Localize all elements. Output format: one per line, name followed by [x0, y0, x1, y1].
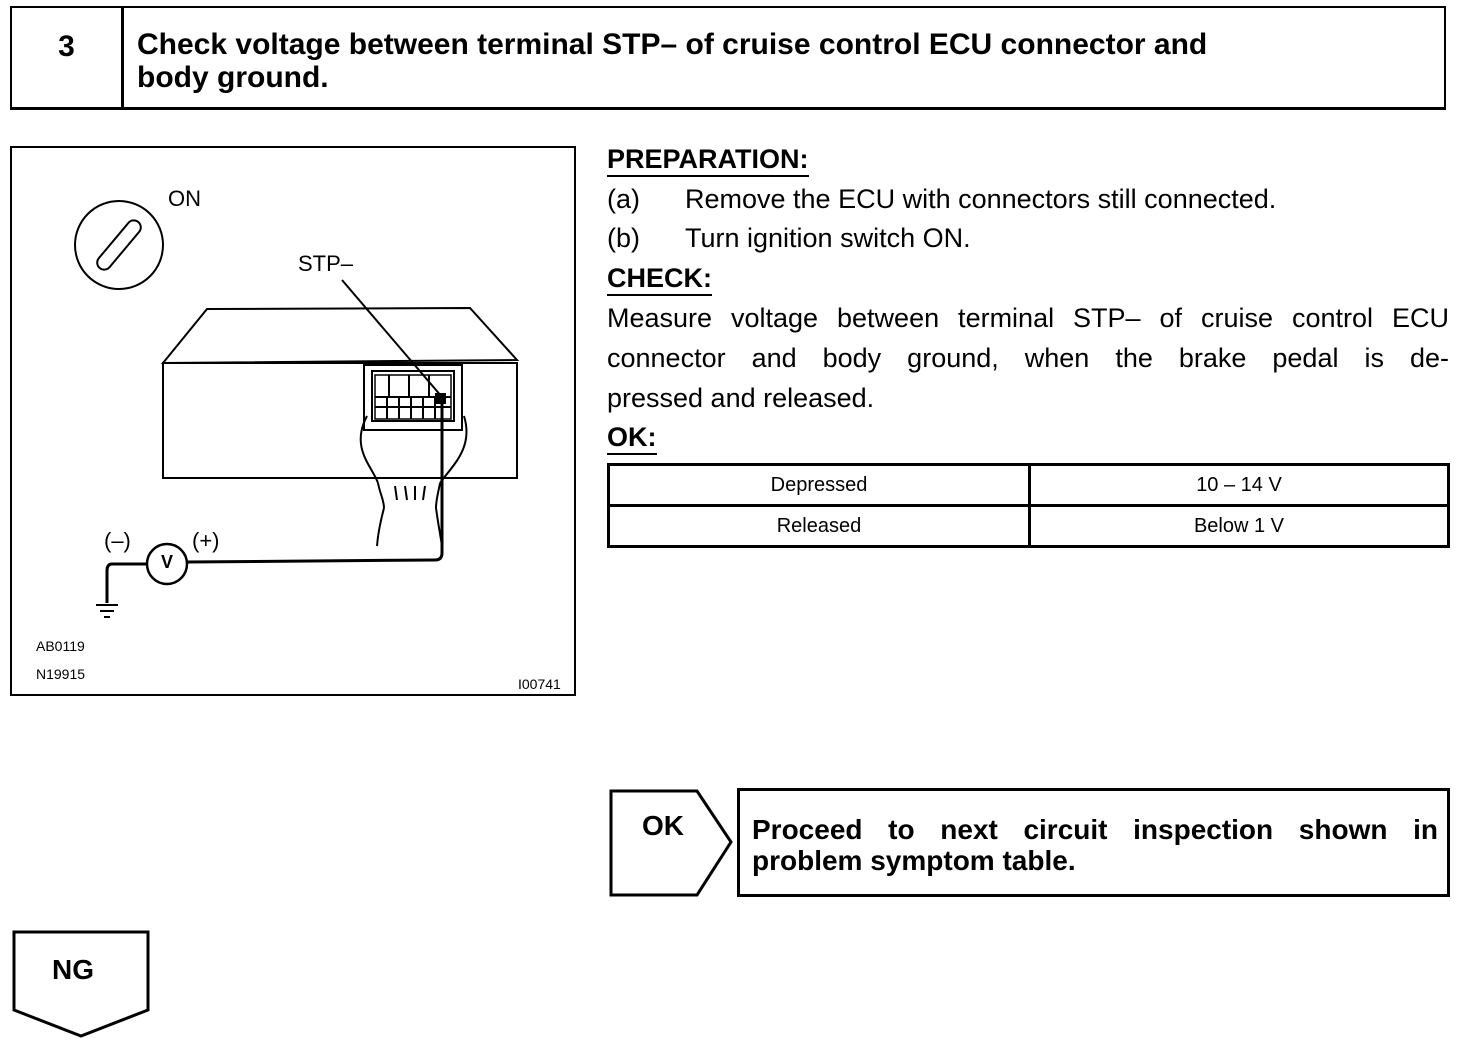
ok-heading: OK: — [607, 421, 657, 455]
check-text-line2: connector and body ground, when the brak… — [607, 343, 1449, 373]
ok-result-line1: Proceed to next circuit inspection shown… — [752, 814, 1438, 845]
negative-test-lead — [105, 562, 147, 603]
prep-item-text: Turn ignition switch ON. — [685, 223, 971, 253]
prep-item-text: Remove the ECU with connectors still con… — [685, 184, 1277, 214]
ignition-switch-icon — [74, 200, 164, 290]
prep-item-b: (b) Turn ignition switch ON. — [607, 222, 971, 254]
ok-spec-table: Depressed 10 – 14 V Released Below 1 V — [607, 463, 1450, 548]
preparation-heading: PREPARATION: — [607, 143, 809, 177]
ng-arrow-icon — [12, 930, 150, 1038]
switch-on-label: ON — [168, 186, 201, 211]
negative-label: (–) — [104, 528, 131, 553]
table-row: Depressed 10 – 14 V — [607, 463, 1450, 507]
positive-label: (+) — [192, 528, 220, 553]
figure-code-2: N19915 — [36, 666, 86, 682]
step-title-line1: Check voltage between terminal STP– of c… — [137, 28, 1208, 61]
table-row: Released Below 1 V — [607, 504, 1450, 548]
step-title-line2: body ground. — [137, 61, 329, 94]
terminal-leader-line — [341, 279, 443, 398]
ok-result-text: Proceed to next circuit inspection shown… — [752, 814, 1438, 876]
ng-result-label: NG — [52, 954, 94, 985]
ok-result-label: OK — [642, 810, 684, 841]
table-cell-value: Below 1 V — [1028, 504, 1450, 548]
ecu-unit — [160, 306, 520, 479]
ecu-diagram — [74, 200, 520, 618]
voltmeter-label: V — [161, 552, 174, 572]
ecu-connector — [363, 364, 463, 431]
prep-item-marker: (a) — [607, 184, 640, 214]
table-cell-condition: Depressed — [607, 463, 1031, 507]
prep-item-marker: (b) — [607, 223, 640, 253]
positive-test-lead — [186, 398, 444, 564]
step-header: 3 Check voltage between terminal STP– of… — [10, 6, 1446, 110]
check-heading: CHECK: — [607, 262, 712, 296]
step-title: Check voltage between terminal STP– of c… — [137, 28, 1427, 94]
ok-result-line2: problem symptom table. — [752, 845, 1076, 876]
check-text-line3: pressed and released. — [607, 383, 875, 413]
wiring-figure: ON STP– (–) (+) V AB0119 N19915 I00741 — [10, 146, 576, 696]
table-cell-value: 10 – 14 V — [1028, 463, 1450, 507]
check-text-line1: Measure voltage between terminal STP– of… — [607, 303, 1449, 333]
ok-result-box — [737, 788, 1450, 897]
step-number: 3 — [12, 8, 124, 107]
wire-harness — [359, 415, 468, 547]
figure-code-3: I00741 — [518, 676, 561, 692]
figure-code-1: AB0119 — [36, 638, 85, 654]
prep-item-a: (a) Remove the ECU with connectors still … — [607, 183, 1276, 215]
ok-arrow-icon — [609, 789, 733, 897]
terminal-label: STP– — [298, 251, 354, 276]
table-cell-condition: Released — [607, 504, 1031, 548]
ground-symbol-icon — [96, 604, 118, 618]
